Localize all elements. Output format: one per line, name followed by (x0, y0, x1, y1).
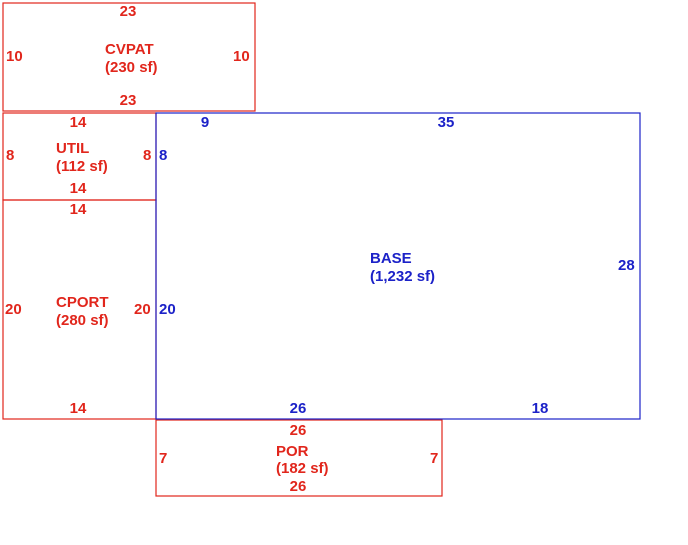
area-por: 26 26 7 7 POR (182 sf) (155, 419, 443, 497)
cport-name: CPORT (56, 294, 109, 311)
base-dim-right: 28 (618, 257, 635, 274)
base-name: BASE (370, 250, 412, 267)
por-dim-top: 26 (290, 422, 307, 439)
cport-dim-left: 20 (5, 301, 22, 318)
por-outline (155, 419, 443, 497)
por-dim-right: 7 (430, 450, 438, 467)
cport-dim-bottom: 14 (70, 400, 87, 417)
area-cvpat: 23 23 10 10 CVPAT (230 sf) (2, 2, 256, 112)
util-dim-right: 8 (143, 147, 151, 164)
util-name: UTIL (56, 140, 89, 157)
base-dim-top-left: 9 (201, 114, 209, 131)
util-dim-left: 8 (6, 147, 14, 164)
cvpat-dim-top: 23 (120, 3, 137, 20)
base-area: (1,232 sf) (370, 268, 435, 285)
por-area: (182 sf) (276, 460, 329, 477)
cport-dim-top: 14 (70, 201, 87, 218)
area-cport: 14 14 20 20 CPORT (280 sf) (2, 199, 157, 420)
cvpat-outline (2, 2, 256, 112)
cvpat-dim-bottom: 23 (120, 92, 137, 109)
cport-area: (280 sf) (56, 312, 109, 329)
cvpat-area: (230 sf) (105, 59, 158, 76)
cvpat-dim-left: 10 (6, 48, 23, 65)
base-dim-bottom-left: 26 (290, 400, 307, 417)
util-area: (112 sf) (56, 158, 108, 175)
base-dim-left-upper: 8 (159, 147, 167, 164)
base-dim-bottom-right: 18 (532, 400, 549, 417)
util-dim-top: 14 (70, 114, 87, 131)
cport-dim-right: 20 (134, 301, 151, 318)
por-dim-bottom: 26 (290, 478, 307, 495)
por-dim-left: 7 (159, 450, 167, 467)
cvpat-name: CVPAT (105, 41, 154, 58)
base-dim-left-lower: 20 (159, 301, 176, 318)
por-name: POR (276, 443, 309, 460)
base-outline (155, 112, 641, 420)
base-dim-top-right: 35 (438, 114, 455, 131)
util-dim-bottom: 14 (70, 180, 87, 197)
area-base: 9 35 8 20 28 26 18 BASE (1,232 sf) (155, 112, 641, 420)
cvpat-dim-right: 10 (233, 48, 250, 65)
